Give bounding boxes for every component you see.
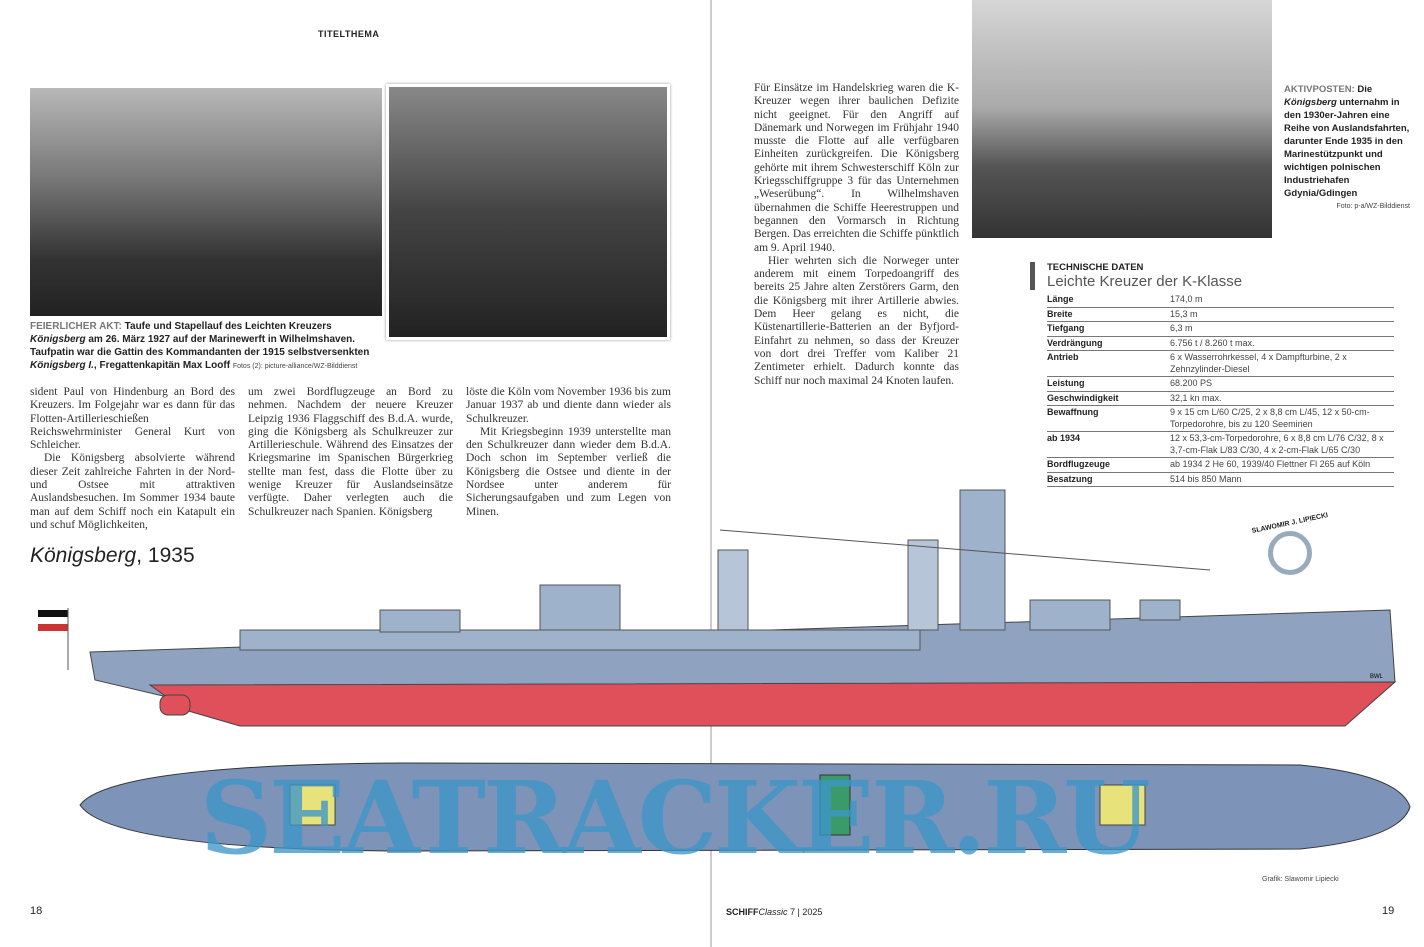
caption-kicker: AKTIVPOSTEN: bbox=[1284, 84, 1355, 95]
tech-label: Bordflugzeuge bbox=[1047, 457, 1170, 473]
caption-text: Taufe und Stapellauf des Leichten Kreuze… bbox=[124, 321, 332, 332]
article-column-4: Für Einsätze im Handelskrieg waren die K… bbox=[754, 82, 959, 388]
page-number-right: 19 bbox=[1382, 905, 1395, 917]
ship-side-profile: BWL bbox=[38, 489, 1397, 727]
waterline-label: BWL bbox=[1370, 674, 1384, 680]
tech-label: Geschwindigkeit bbox=[1047, 391, 1170, 406]
tech-label: Antrieb bbox=[1047, 350, 1170, 377]
paragraph: Mit Kriegsbeginn 1939 unterstellte man d… bbox=[466, 425, 671, 518]
page-gutter bbox=[710, 0, 712, 947]
illustration-title: Königsberg, 1935 bbox=[30, 544, 195, 568]
issue-number: 7 bbox=[790, 907, 796, 917]
paragraph: Für Einsätze im Handelskrieg waren die K… bbox=[754, 82, 959, 254]
tech-value: 32,1 kn max. bbox=[1170, 391, 1394, 406]
accent-bar bbox=[1030, 262, 1035, 290]
paragraph: löste die Köln vom November 1936 bis zum… bbox=[466, 386, 671, 425]
caption-ship: Königsberg bbox=[1284, 97, 1337, 108]
tech-value: ab 1934 2 He 60, 1939/40 Flettner Fl 265… bbox=[1170, 457, 1394, 473]
technical-data-box: TECHNISCHE DATEN Leichte Kreuzer der K-K… bbox=[1030, 262, 1395, 487]
ship-year: , 1935 bbox=[136, 544, 195, 567]
tech-label: Tiefgang bbox=[1047, 321, 1170, 337]
paragraph: Hier wehrten sich die Norweger unter and… bbox=[754, 254, 959, 387]
article-column-2: um zwei Bordflugzeuge an Bord zu nehmen.… bbox=[248, 386, 453, 519]
tech-value: 6,3 m bbox=[1170, 321, 1394, 337]
porthole-cat-icon bbox=[1268, 531, 1312, 575]
ship-top-view bbox=[79, 762, 1411, 852]
caption-kicker: FEIERLICHER AKT: bbox=[30, 321, 122, 332]
tech-value: 514 bis 850 Mann bbox=[1170, 472, 1394, 487]
tech-label: Besatzung bbox=[1047, 472, 1170, 487]
article-column-1: sident Paul von Hindenburg an Bord des K… bbox=[30, 386, 235, 532]
section-label: TITELTHEMA bbox=[318, 29, 380, 39]
magazine-name-italic: Classic bbox=[758, 907, 788, 917]
tech-value: 6 x Wasserrohrkessel, 4 x Dampfturbine, … bbox=[1170, 350, 1394, 377]
caption-text: am 26. März 1927 auf der Marinewerft in … bbox=[30, 334, 370, 358]
tech-value: 68.200 PS bbox=[1170, 376, 1394, 392]
caption-ship: Königsberg I. bbox=[30, 360, 94, 371]
magazine-name: SCHIFF bbox=[726, 907, 759, 917]
christening-party-photo bbox=[386, 84, 670, 340]
tech-value: 9 x 15 cm L/60 C/25, 2 x 8,8 cm L/45, 12… bbox=[1170, 405, 1394, 432]
tech-kicker: TECHNISCHE DATEN bbox=[1047, 262, 1144, 273]
magazine-footer: SCHIFFClassic 7 | 2025 bbox=[726, 907, 823, 917]
tech-label: Leistung bbox=[1047, 376, 1170, 392]
tech-value: 6.756 t / 8.260 t max. bbox=[1170, 336, 1394, 351]
paragraph: Die Königsberg absolvierte während diese… bbox=[30, 452, 235, 531]
paragraph: sident Paul von Hindenburg an Bord des K… bbox=[30, 386, 235, 452]
graphic-credit: Grafik: Slawomir Lipiecki bbox=[1262, 876, 1339, 883]
launch-photo-caption: FEIERLICHER AKT: Taufe und Stapellauf de… bbox=[30, 320, 382, 373]
caption-text: unternahm in den 1930er-Jahren eine Reih… bbox=[1284, 97, 1410, 199]
launch-photo bbox=[30, 88, 382, 316]
watermark: SEATRACKER.RU bbox=[200, 759, 1151, 877]
tech-value: 174,0 m bbox=[1170, 293, 1394, 308]
flag-icon bbox=[38, 608, 69, 670]
artist-badge: SLAWOMIR J. LIPIECKI bbox=[1240, 512, 1340, 575]
tech-value: 15,3 m bbox=[1170, 307, 1394, 322]
photo-credit: Fotos (2): picture-alliance/WZ-Bilddiens… bbox=[232, 363, 358, 370]
photo-credit: Foto: p-a/WZ-Bilddienst bbox=[1336, 203, 1410, 210]
article-column-3: löste die Köln vom November 1936 bis zum… bbox=[466, 386, 671, 519]
caption-text: Die bbox=[1357, 84, 1373, 95]
paragraph: um zwei Bordflugzeuge an Bord zu nehmen.… bbox=[248, 386, 453, 518]
cruiser-photo-caption: AKTIVPOSTEN: Die Königsberg unternahm in… bbox=[1284, 83, 1410, 213]
tech-label: Länge bbox=[1047, 293, 1170, 308]
tech-label: ab 1934 bbox=[1047, 431, 1170, 458]
tech-label: Breite bbox=[1047, 307, 1170, 322]
tech-label: Bewaffnung bbox=[1047, 405, 1170, 432]
tech-title: Leichte Kreuzer der K-Klasse bbox=[1047, 273, 1243, 290]
tech-value: 12 x 53,3-cm-Torpedorohre, 6 x 8,8 cm L/… bbox=[1170, 431, 1394, 458]
page-number-left: 18 bbox=[30, 905, 43, 917]
caption-text: , Fregattenkapitän Max Looff bbox=[93, 360, 231, 371]
issue-year: 2025 bbox=[802, 907, 823, 917]
tech-label: Verdrängung bbox=[1047, 336, 1170, 351]
ship-name: Königsberg bbox=[30, 544, 137, 567]
caption-ship: Königsberg bbox=[30, 334, 86, 345]
cruiser-at-sea-photo bbox=[972, 0, 1272, 238]
